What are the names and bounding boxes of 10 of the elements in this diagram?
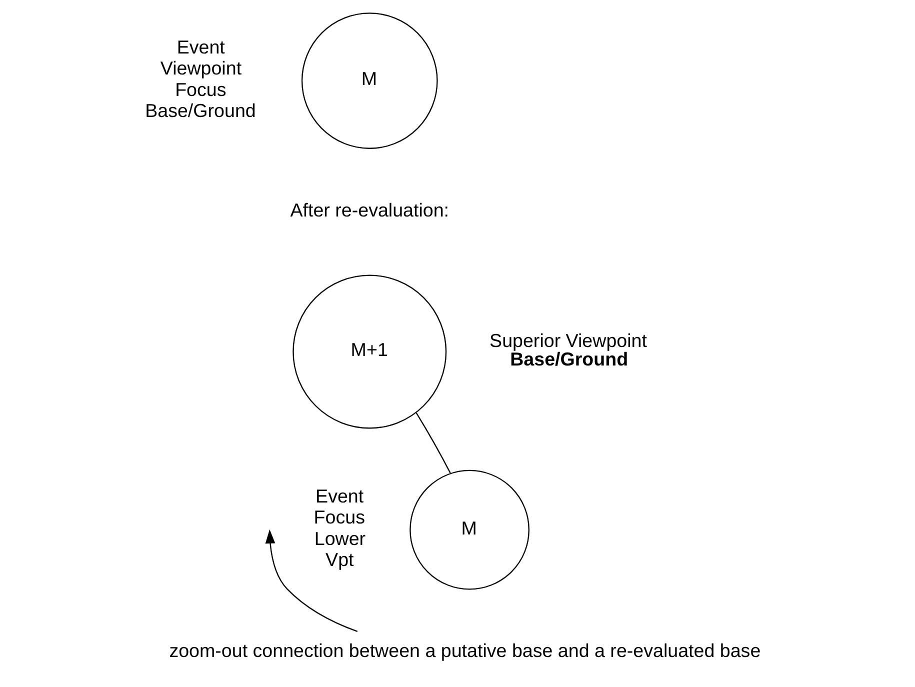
- node-label: Event Viewpoint Focus Base/Ground: [145, 36, 256, 121]
- connector: [416, 412, 451, 474]
- node-label: Event Focus Lower Vpt: [314, 486, 366, 570]
- node-text: zoom-out connection between a putative base and a re-evaluated base: [169, 640, 761, 662]
- node-circle: M: [301, 12, 438, 149]
- node-circle: M+1: [292, 274, 447, 429]
- arrow: [265, 529, 358, 632]
- node-circle: M: [410, 470, 530, 590]
- label: After re-evaluation:: [290, 199, 450, 220]
- node-label: Superior Viewpoint: [490, 330, 647, 351]
